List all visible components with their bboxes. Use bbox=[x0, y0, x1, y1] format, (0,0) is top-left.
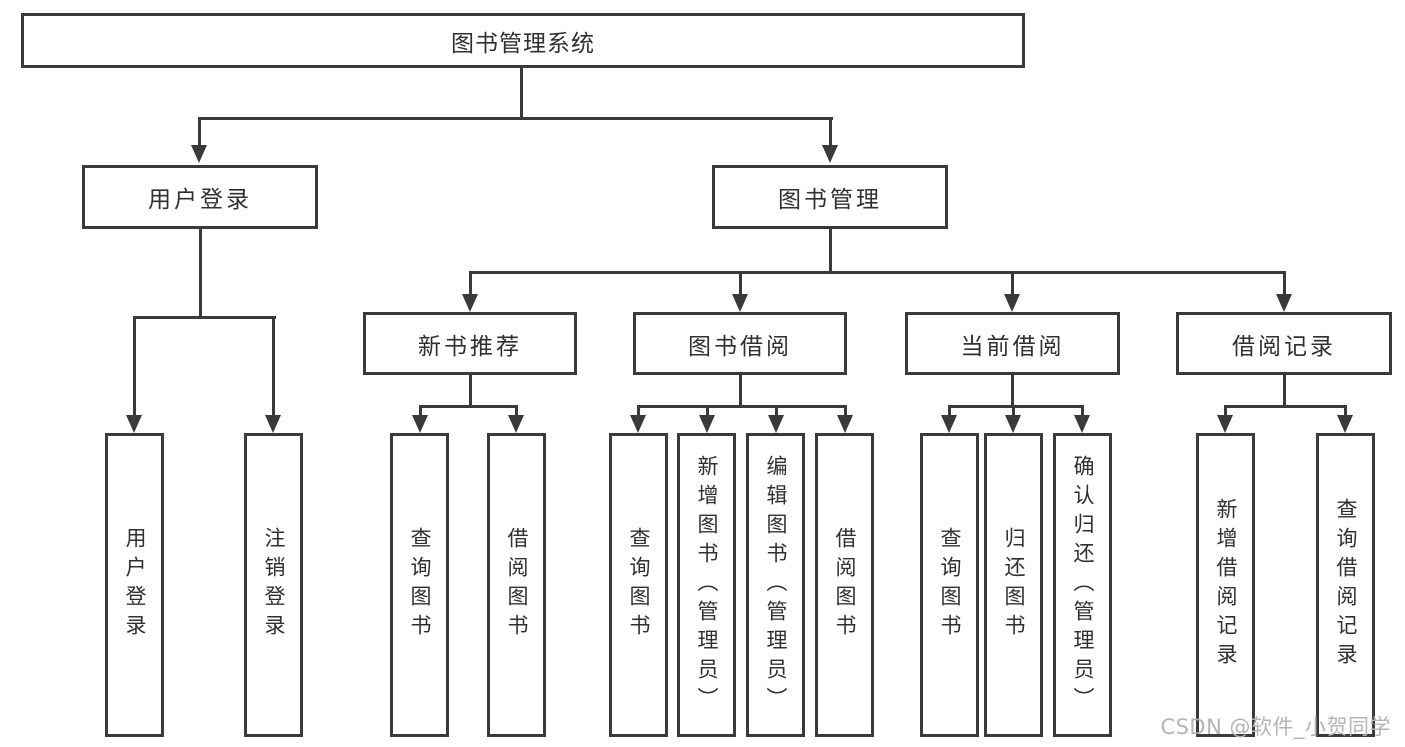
leaf-borrow-books-recommend: 借阅图书 bbox=[487, 433, 546, 737]
connector-line bbox=[1011, 271, 1014, 297]
arrowhead-icon bbox=[837, 415, 853, 433]
connector-line bbox=[469, 271, 1286, 274]
connector-line bbox=[272, 316, 275, 417]
connector-line bbox=[739, 271, 742, 297]
leaf-label: 新增借阅记录 bbox=[1214, 498, 1238, 672]
connector-line bbox=[133, 316, 276, 319]
leaf-label: 注销登录 bbox=[262, 527, 286, 643]
connector-line bbox=[706, 405, 709, 419]
connector-line bbox=[637, 405, 640, 419]
leaf-label: 编辑图书（管理员） bbox=[764, 454, 788, 716]
arrowhead-icon bbox=[265, 415, 281, 433]
arrowhead-icon bbox=[1217, 415, 1233, 433]
leaf-label: 查询借阅记录 bbox=[1334, 498, 1358, 672]
leaf-query-books-borrow: 查询图书 bbox=[609, 433, 668, 737]
connector-line bbox=[133, 316, 136, 417]
leaf-query-borrow-record: 查询借阅记录 bbox=[1316, 433, 1375, 737]
leaf-user-login: 用户登录 bbox=[105, 433, 164, 737]
node-book-borrow: 图书借阅 bbox=[633, 312, 847, 375]
arrowhead-icon bbox=[1276, 294, 1292, 312]
connector-line bbox=[199, 229, 202, 319]
arrowhead-icon bbox=[412, 415, 428, 433]
node-root: 图书管理系统 bbox=[21, 13, 1025, 68]
connector-line bbox=[419, 405, 518, 408]
leaf-add-borrow-record: 新增借阅记录 bbox=[1196, 433, 1255, 737]
connector-line bbox=[1011, 375, 1014, 408]
arrowhead-icon bbox=[508, 415, 524, 433]
leaf-label: 查询图书 bbox=[408, 527, 432, 643]
arrowhead-icon bbox=[191, 145, 207, 163]
arrowhead-icon bbox=[630, 415, 646, 433]
connector-line bbox=[948, 405, 1084, 408]
connector-line bbox=[829, 229, 832, 274]
arrowhead-icon bbox=[822, 145, 838, 163]
arrowhead-icon bbox=[941, 415, 957, 433]
connector-line bbox=[637, 405, 847, 408]
arrowhead-icon bbox=[732, 294, 748, 312]
connector-line bbox=[948, 405, 951, 419]
connector-line bbox=[515, 405, 518, 419]
leaf-label: 查询图书 bbox=[938, 527, 962, 643]
leaf-label: 确认归还（管理员） bbox=[1071, 454, 1095, 716]
arrowhead-icon bbox=[699, 415, 715, 433]
connector-line bbox=[198, 117, 201, 147]
connector-line bbox=[739, 375, 742, 408]
arrowhead-icon bbox=[1005, 415, 1021, 433]
leaf-query-books-recommend: 查询图书 bbox=[390, 433, 449, 737]
csdn-watermark: CSDN @软件_小贺同学 bbox=[1160, 715, 1391, 739]
leaf-return-books: 归还图书 bbox=[984, 433, 1043, 737]
arrowhead-icon bbox=[1004, 294, 1020, 312]
leaf-confirm-return-admin: 确认归还（管理员） bbox=[1053, 433, 1112, 737]
connector-line bbox=[1224, 405, 1347, 408]
connector-line bbox=[1283, 375, 1286, 408]
leaf-borrow-books: 借阅图书 bbox=[815, 433, 874, 737]
leaf-add-books-admin: 新增图书（管理员） bbox=[677, 433, 736, 737]
leaf-label: 归还图书 bbox=[1002, 527, 1026, 643]
leaf-label: 查询图书 bbox=[627, 527, 651, 643]
node-new-book-recommend: 新书推荐 bbox=[363, 312, 577, 375]
connector-line bbox=[1283, 271, 1286, 297]
connector-line bbox=[198, 117, 833, 120]
node-book-management: 图书管理 bbox=[712, 165, 948, 229]
connector-line bbox=[1344, 405, 1347, 419]
connector-line bbox=[775, 405, 778, 419]
connector-line bbox=[419, 405, 422, 419]
arrowhead-icon bbox=[462, 294, 478, 312]
arrowhead-icon bbox=[126, 415, 142, 433]
leaf-label: 用户登录 bbox=[123, 527, 147, 643]
connector-line bbox=[844, 405, 847, 419]
leaf-label: 新增图书（管理员） bbox=[695, 454, 719, 716]
arrowhead-icon bbox=[1337, 415, 1353, 433]
node-current-borrow: 当前借阅 bbox=[905, 312, 1120, 375]
connector-line bbox=[1012, 405, 1015, 419]
connector-line bbox=[520, 66, 523, 119]
leaf-label: 借阅图书 bbox=[833, 527, 857, 643]
leaf-label: 借阅图书 bbox=[505, 527, 529, 643]
connector-line bbox=[1224, 405, 1227, 419]
leaf-logout: 注销登录 bbox=[244, 433, 303, 737]
node-user-login: 用户登录 bbox=[82, 165, 318, 229]
connector-line bbox=[1081, 405, 1084, 419]
connector-line bbox=[829, 117, 832, 147]
node-borrow-records: 借阅记录 bbox=[1176, 312, 1392, 375]
connector-line bbox=[469, 375, 472, 408]
arrowhead-icon bbox=[768, 415, 784, 433]
connector-line bbox=[469, 271, 472, 297]
arrowhead-icon bbox=[1074, 415, 1090, 433]
leaf-query-books-current: 查询图书 bbox=[920, 433, 979, 737]
leaf-edit-books-admin: 编辑图书（管理员） bbox=[746, 433, 805, 737]
